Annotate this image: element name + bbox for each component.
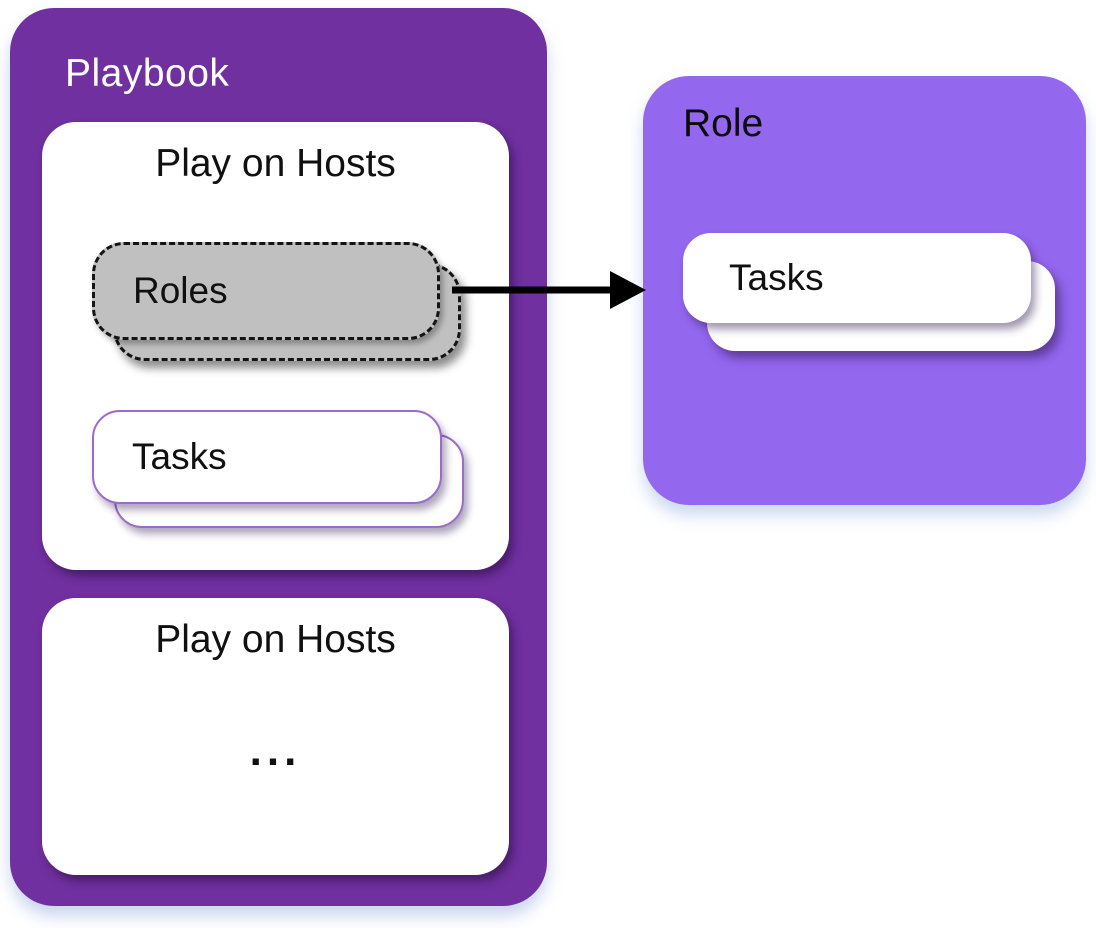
tasks-label-role: Tasks bbox=[729, 257, 824, 298]
play-on-hosts-title-1: Play on Hosts bbox=[155, 142, 396, 185]
playbook-container: Playbook Play on Hosts Roles Tasks Play … bbox=[10, 8, 547, 906]
role-title: Role bbox=[683, 102, 764, 145]
roles-label: Roles bbox=[133, 270, 228, 311]
playbook-title: Playbook bbox=[65, 52, 230, 95]
more-plays-ellipsis: ... bbox=[249, 726, 302, 775]
roles-card-front: Roles bbox=[92, 242, 440, 340]
tasks-card-front-playbook: Tasks bbox=[92, 410, 442, 504]
tasks-label-playbook: Tasks bbox=[132, 436, 227, 477]
tasks-card-front-role: Tasks bbox=[683, 233, 1031, 323]
play-on-hosts-panel-2: Play on Hosts ... bbox=[42, 598, 509, 875]
play-on-hosts-title-2: Play on Hosts bbox=[155, 618, 396, 661]
play-on-hosts-panel-1: Play on Hosts Roles Tasks bbox=[42, 122, 509, 570]
role-container: Role Tasks bbox=[643, 76, 1086, 505]
